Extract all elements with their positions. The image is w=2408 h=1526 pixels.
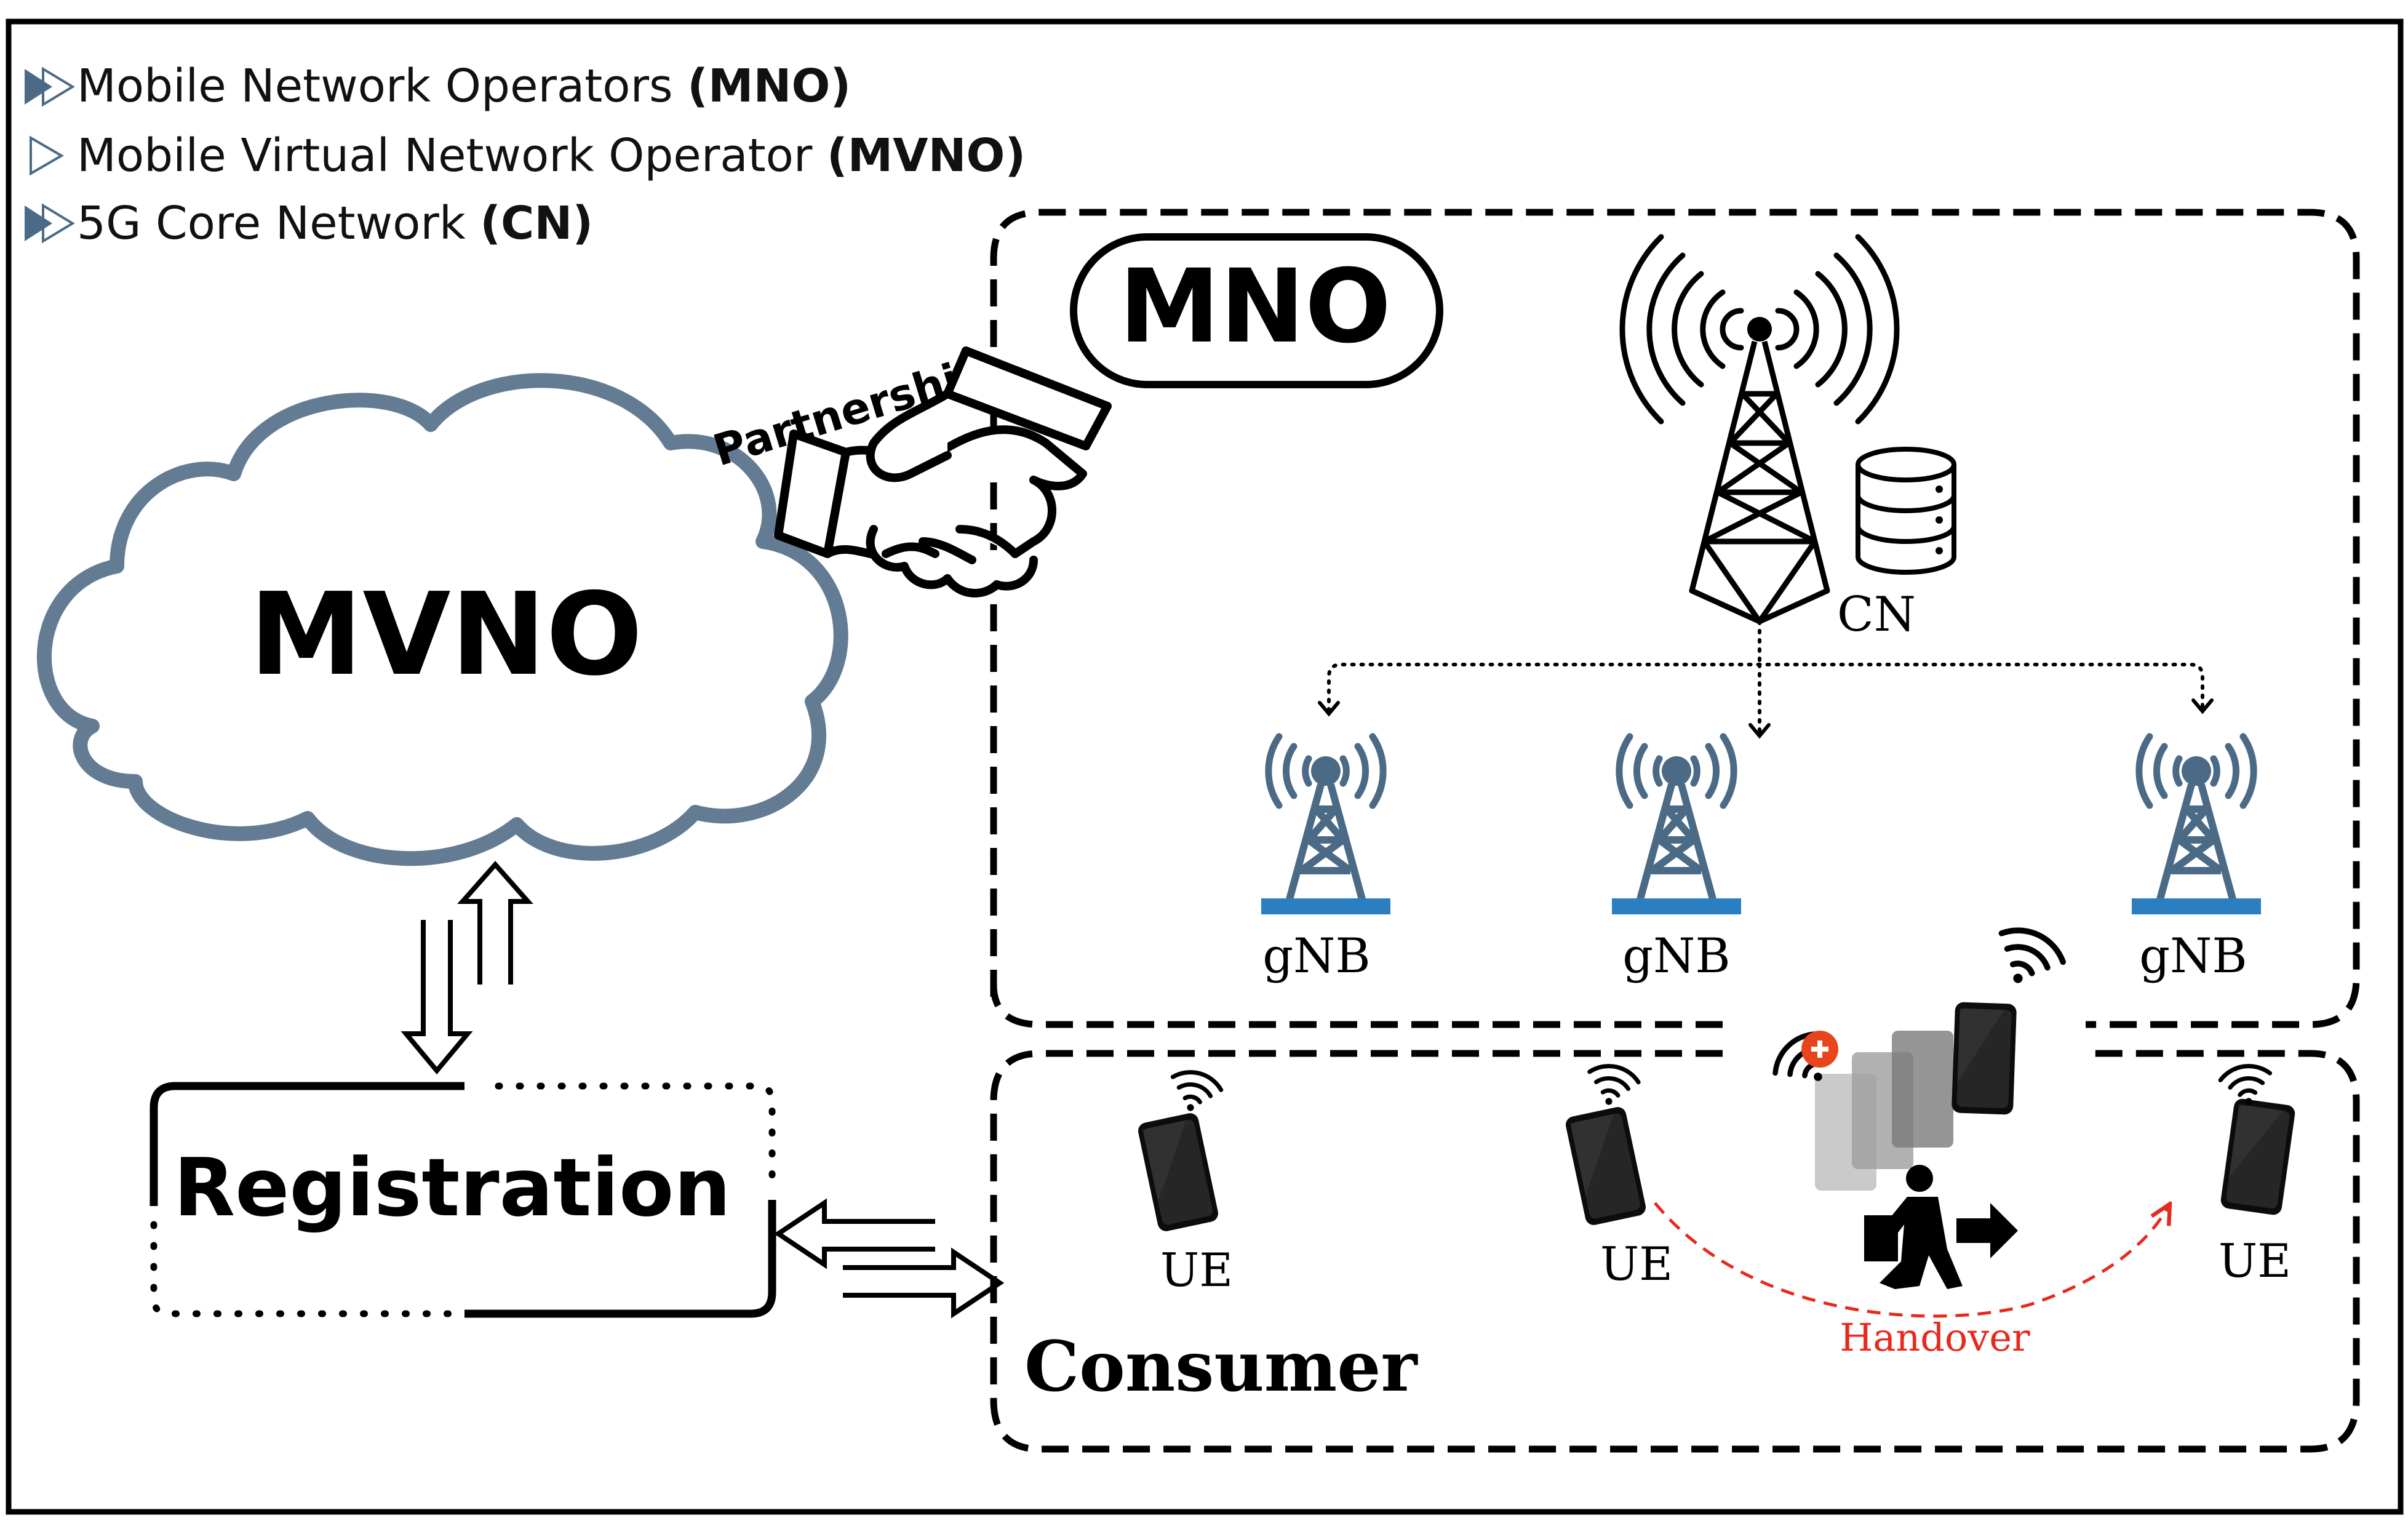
registration-label: Registration <box>173 1141 731 1234</box>
legend-mno-text: Mobile Network Operators <box>77 60 687 113</box>
handover-phones <box>1767 921 2068 1191</box>
phone-icon <box>1564 1105 1648 1227</box>
gnb-3: gNB <box>2132 737 2261 984</box>
pedestrian-icon <box>1864 1165 2018 1289</box>
handshake-icon <box>774 346 1112 597</box>
ue-label: UE <box>1600 1237 1673 1291</box>
mvno-label: MVNO <box>249 568 642 701</box>
wifi-signal-icon <box>1165 1067 1224 1117</box>
gnb-label: gNB <box>1262 929 1371 984</box>
ue-label: UE <box>2219 1234 2291 1288</box>
svg-text:Mobile Network Operators (MNO): Mobile Network Operators (MNO) <box>77 60 851 113</box>
tower-icon <box>2132 737 2261 914</box>
cloud-icon <box>36 373 848 866</box>
gnb-label: gNB <box>1622 929 1731 984</box>
legend-mno-abbr: (MNO) <box>687 60 851 113</box>
legend: Mobile Network Operators (MNO) Mobile Vi… <box>25 60 1026 250</box>
phone-icon <box>2219 1097 2297 1216</box>
ue-3: UE <box>2219 1063 2297 1288</box>
outer-frame <box>6 18 2404 1515</box>
legend-bullet-icon <box>30 135 64 176</box>
ue-1: UE <box>1136 1067 1233 1297</box>
legend-mvno-abbr: (MVNO) <box>827 129 1026 182</box>
legend-cn-abbr: (CN) <box>480 197 593 250</box>
mno-label: MNO <box>1119 247 1392 366</box>
mvno-registration-arrows <box>401 860 533 1075</box>
legend-mvno-text: Mobile Virtual Network Operator <box>77 129 827 182</box>
phone-icon <box>1951 1002 2017 1115</box>
wifi-signal-icon <box>1985 921 2069 997</box>
ue-2: UE <box>1564 1061 1673 1291</box>
wifi-signal-icon <box>1584 1061 1641 1110</box>
consumer-region <box>990 1050 2360 1453</box>
cn-tower-icon <box>1619 234 1900 625</box>
gnb-1: gNB <box>1261 737 1390 984</box>
gnb-2: gNB <box>1612 737 1741 984</box>
registration-box: Registration <box>150 1082 776 1318</box>
mno-region <box>990 209 2360 1028</box>
mvno-cloud: MVNO <box>36 373 848 866</box>
mno-badge: MNO <box>1070 233 1443 388</box>
tower-icon <box>1261 737 1390 914</box>
consumer-label: Consumer <box>1024 1327 1419 1407</box>
gnb-label: gNB <box>2139 929 2247 984</box>
tower-icon <box>1612 737 1741 914</box>
legend-bullet-icon <box>25 69 52 105</box>
cn-distribution-links <box>1327 620 2204 734</box>
error-badge-icon <box>1801 1031 1838 1068</box>
ue-label: UE <box>1160 1243 1233 1297</box>
legend-item-cn: 5G Core Network (CN) <box>25 197 593 250</box>
phone-icon <box>1136 1111 1220 1233</box>
svg-text:5G Core Network (CN): 5G Core Network (CN) <box>77 197 593 250</box>
cn-label: CN <box>1837 587 1916 642</box>
wifi-signal-icon <box>2219 1063 2274 1108</box>
distribution-arrowheads <box>1318 698 2214 739</box>
handover-path <box>1654 1203 2169 1318</box>
handover-label: Handover <box>1840 1315 2030 1360</box>
svg-text:Mobile Virtual Network Operato: Mobile Virtual Network Operator (MVNO) <box>77 129 1026 182</box>
legend-item-mvno: Mobile Virtual Network Operator (MVNO) <box>30 129 1026 182</box>
database-icon <box>1856 447 1956 575</box>
legend-cn-text: 5G Core Network <box>77 197 480 250</box>
legend-bullet-icon <box>25 206 52 241</box>
registration-consumer-arrows <box>773 1198 1005 1319</box>
legend-item-mno: Mobile Network Operators (MNO) <box>25 60 851 113</box>
